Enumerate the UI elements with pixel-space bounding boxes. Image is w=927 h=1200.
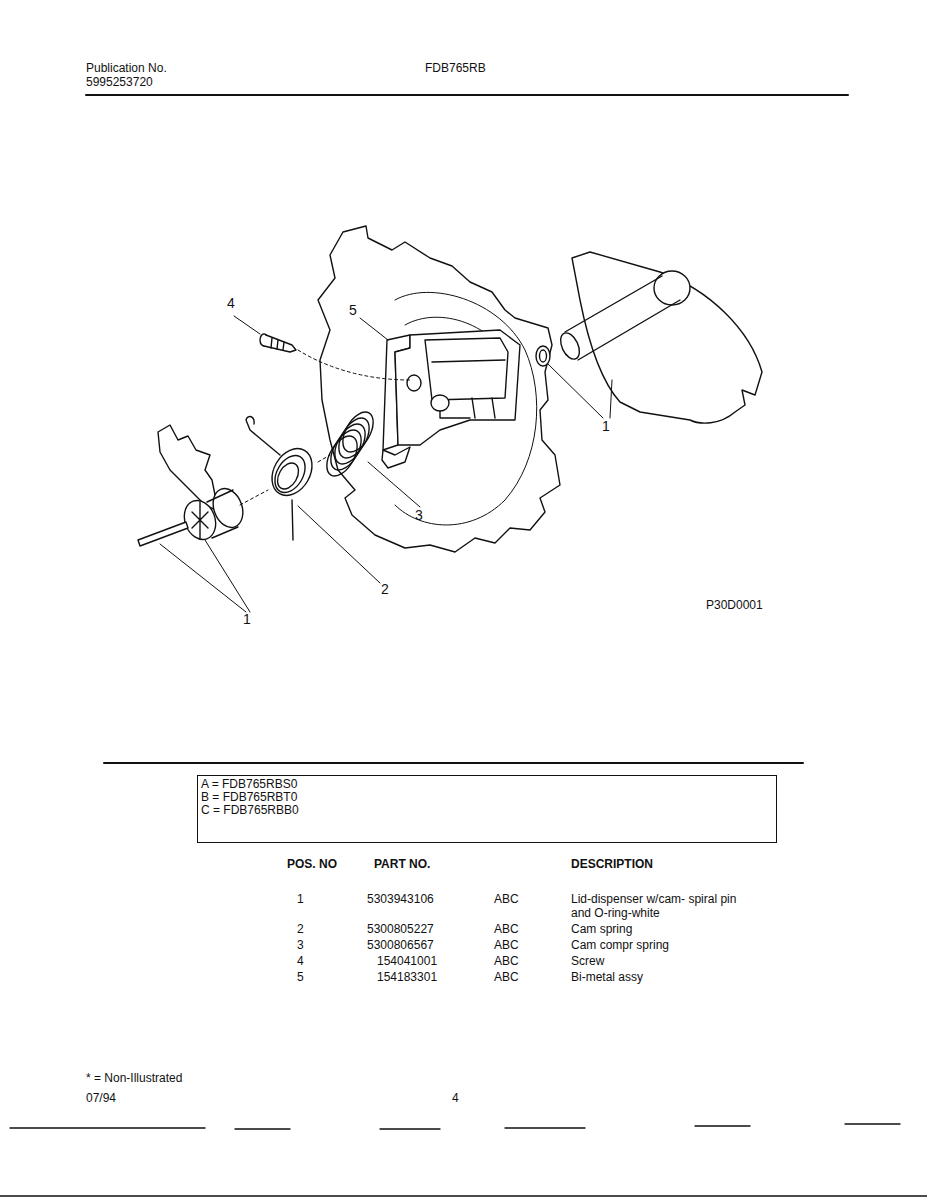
screw — [260, 334, 296, 352]
pos-number: 3 — [297, 938, 304, 952]
o-ring — [536, 346, 550, 366]
pos-number: 4 — [297, 954, 304, 968]
footer-rule — [845, 1123, 900, 1124]
part-description: Cam spring — [571, 922, 632, 936]
torsion-spring — [246, 417, 320, 540]
model-code: ABC — [494, 970, 519, 984]
part-description: Screw — [571, 954, 604, 968]
part-number: 154183301 — [377, 970, 437, 984]
lid-dispenser — [536, 252, 762, 423]
part-number: 5300806567 — [367, 938, 434, 952]
part-description: Cam compr spring — [571, 938, 669, 952]
callout-number: 5 — [349, 303, 357, 317]
model-code: ABC — [494, 954, 519, 968]
footer-rule — [505, 1127, 585, 1128]
assembly-line — [298, 350, 410, 380]
pos-number: 2 — [297, 922, 304, 936]
model-number: FDB765RB — [425, 61, 486, 75]
table-header: PART NO. — [374, 857, 430, 871]
callout-number: 4 — [227, 296, 235, 310]
assembly-line — [318, 455, 330, 462]
leader-lines — [160, 316, 612, 612]
header-rule — [86, 94, 848, 96]
footer-rule — [10, 1127, 205, 1128]
table-header: POS. NO — [287, 857, 337, 871]
table-rule — [104, 762, 803, 764]
assembly-line — [240, 490, 268, 505]
footer-rule — [235, 1128, 290, 1129]
footer-rule — [0, 1195, 927, 1196]
part-description: Lid-dispenser w/cam- spiral pin and O-ri… — [571, 892, 749, 920]
door-plate — [318, 226, 560, 552]
model-code: ABC — [494, 922, 519, 936]
callout-number: 3 — [415, 508, 423, 522]
compression-spring — [321, 407, 380, 481]
publication-number: 5995253720 — [86, 75, 153, 89]
bimetal-bracket — [382, 330, 520, 468]
part-number: 5300805227 — [367, 922, 434, 936]
page-number: 4 — [452, 1091, 459, 1105]
spiral-pin — [138, 522, 188, 546]
callout-number: 1 — [602, 419, 610, 433]
part-number: 154041001 — [377, 954, 437, 968]
model-key: B = FDB765RBT0 — [201, 791, 776, 804]
model-code: ABC — [494, 892, 519, 906]
part-number: 5303943106 — [367, 892, 434, 906]
publication-label: Publication No. — [86, 61, 167, 75]
pos-number: 5 — [297, 970, 304, 984]
footer-rule — [380, 1128, 440, 1129]
callout-number: 1 — [243, 612, 251, 626]
model-code: ABC — [494, 938, 519, 952]
table-header: DESCRIPTION — [571, 857, 653, 871]
pos-number: 1 — [297, 892, 304, 906]
model-key: A = FDB765RBS0 — [201, 778, 776, 791]
plate-recess — [395, 292, 537, 525]
date-code: 07/94 — [86, 1091, 116, 1105]
footnote: * = Non-Illustrated — [86, 1071, 182, 1085]
footer-rule — [695, 1125, 750, 1126]
model-key: C = FDB765RBB0 — [201, 804, 776, 817]
cam — [138, 425, 248, 546]
model-key-box: A = FDB765RBS0B = FDB765RBT0C = FDB765RB… — [197, 775, 777, 843]
callout-number: 2 — [381, 582, 389, 596]
part-description: Bi-metal assy — [571, 970, 643, 984]
figure-code: P30D0001 — [706, 598, 763, 612]
